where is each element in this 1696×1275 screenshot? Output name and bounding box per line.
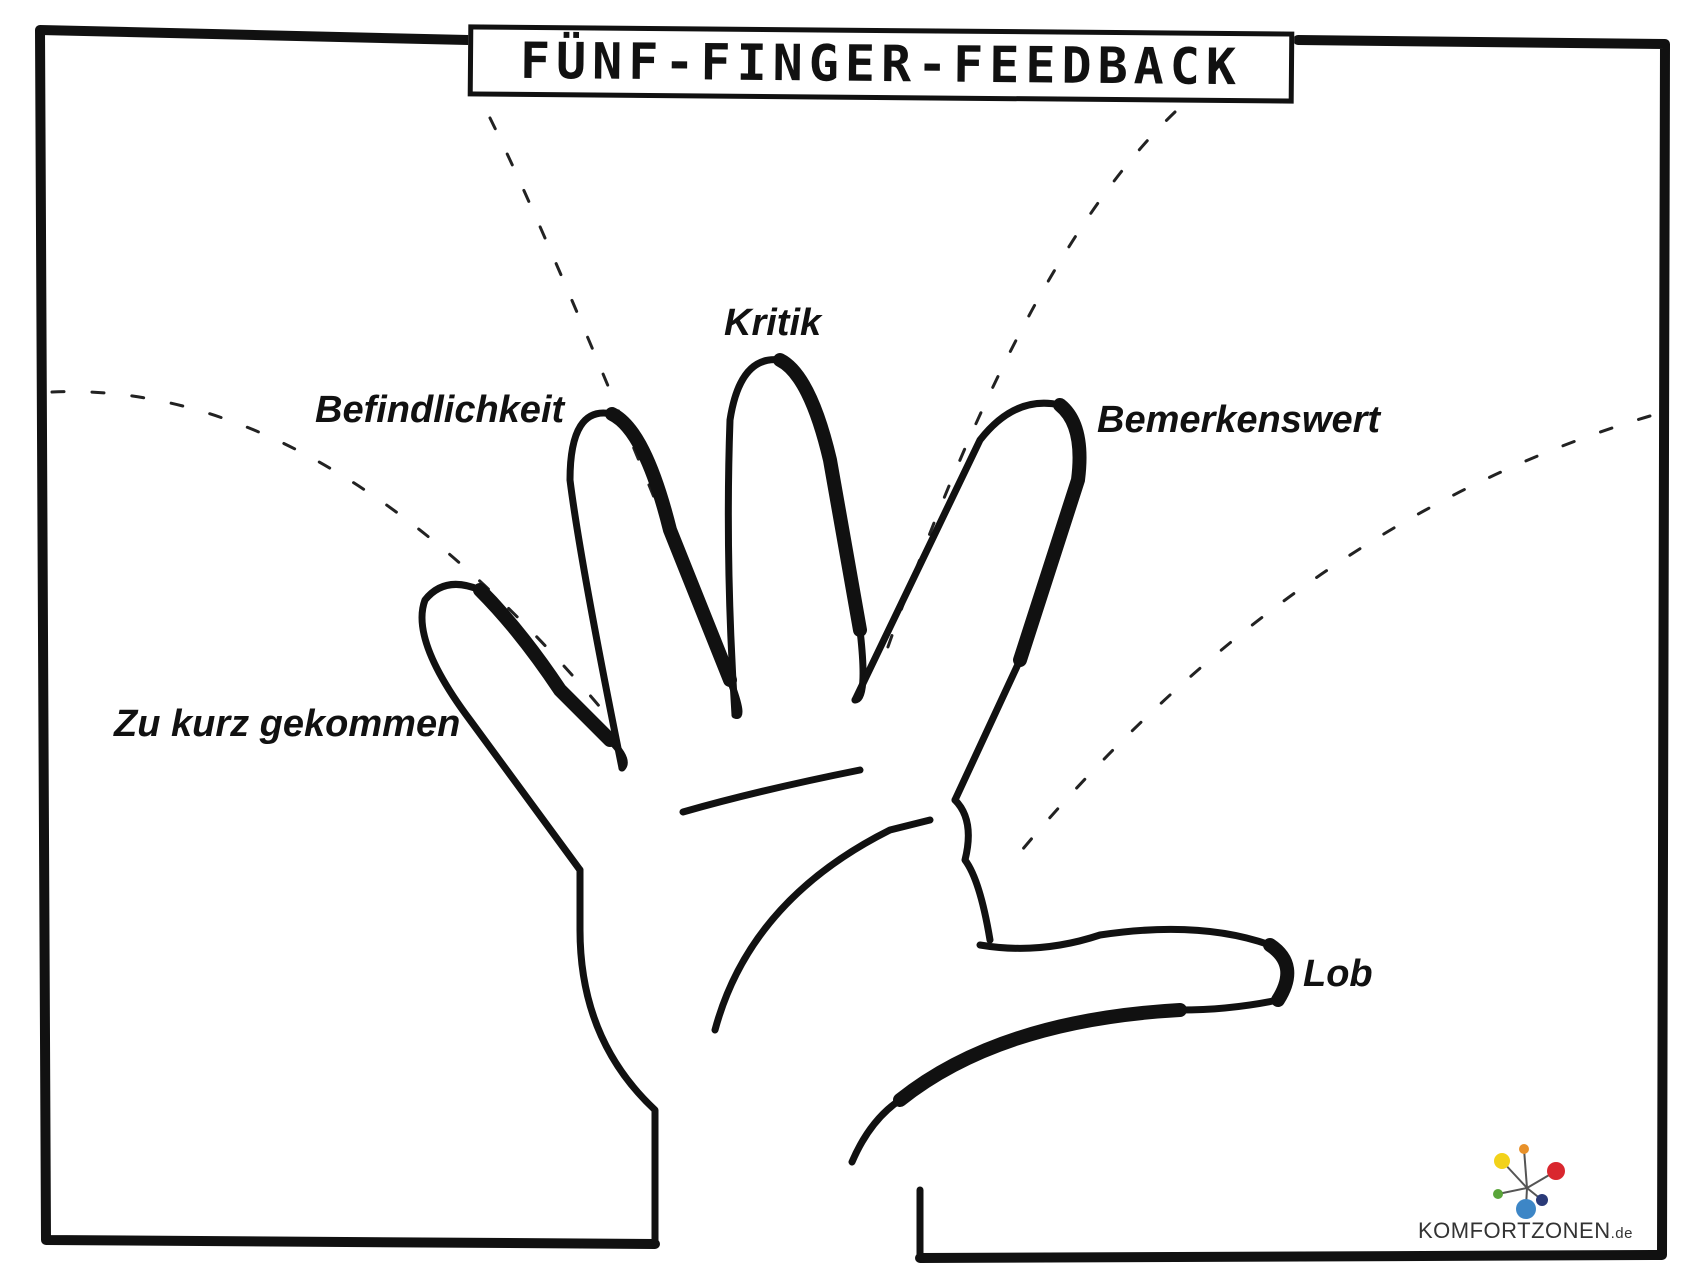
logo-text: KOMFORTZONEN (1418, 1218, 1611, 1243)
label-pinky-finger: Zu kurz gekommen (114, 703, 461, 745)
hand-outline (418, 356, 1291, 1262)
thumb-shadow (1263, 938, 1295, 1007)
label-middle-finger: Kritik (724, 302, 822, 344)
ring-shadow (605, 407, 737, 687)
molecule-icon (1493, 1144, 1565, 1219)
middle-finger-outline (724, 356, 867, 719)
middle-shadow (773, 353, 867, 637)
diagram-title: FÜNF-FINGER-FEEDBACK (519, 31, 1243, 97)
wrist-left (576, 866, 659, 1248)
thumb-junction (951, 796, 994, 944)
yellow-dot (1494, 1153, 1510, 1169)
label-ring-finger: Befindlichkeit (315, 389, 565, 431)
label-index-finger: Bemerkenswert (1097, 399, 1381, 441)
palm-line-lower (711, 816, 934, 1034)
logo-suffix: .de (1610, 1225, 1633, 1242)
wrist-shadow (893, 1003, 1187, 1107)
logo-wordmark: KOMFORTZONEN.de (1418, 1218, 1633, 1244)
komfortzonen-logo: KOMFORTZONEN.de (1410, 1135, 1650, 1255)
ray-to-index (878, 110, 1177, 672)
pinky-shadow (473, 583, 617, 747)
ray-to-ring (488, 116, 742, 712)
blue-dot (1516, 1199, 1536, 1219)
ray-to-pinky (50, 390, 617, 727)
ray-to-thumb (1020, 414, 1652, 852)
title-banner: FÜNF-FINGER-FEEDBACK (467, 24, 1295, 104)
orange-dot (1519, 1144, 1529, 1154)
index-shadow (1013, 398, 1087, 667)
hand-shadows (473, 353, 1295, 1107)
thumb-outline (848, 925, 1291, 1166)
frame-right-top (915, 35, 1670, 1263)
palm-line-upper (679, 766, 864, 816)
frame-left-top (35, 25, 660, 1249)
navy-dot (1536, 1194, 1548, 1206)
label-thumb: Lob (1303, 953, 1373, 995)
red-dot (1547, 1162, 1565, 1180)
green-dot (1493, 1189, 1503, 1199)
